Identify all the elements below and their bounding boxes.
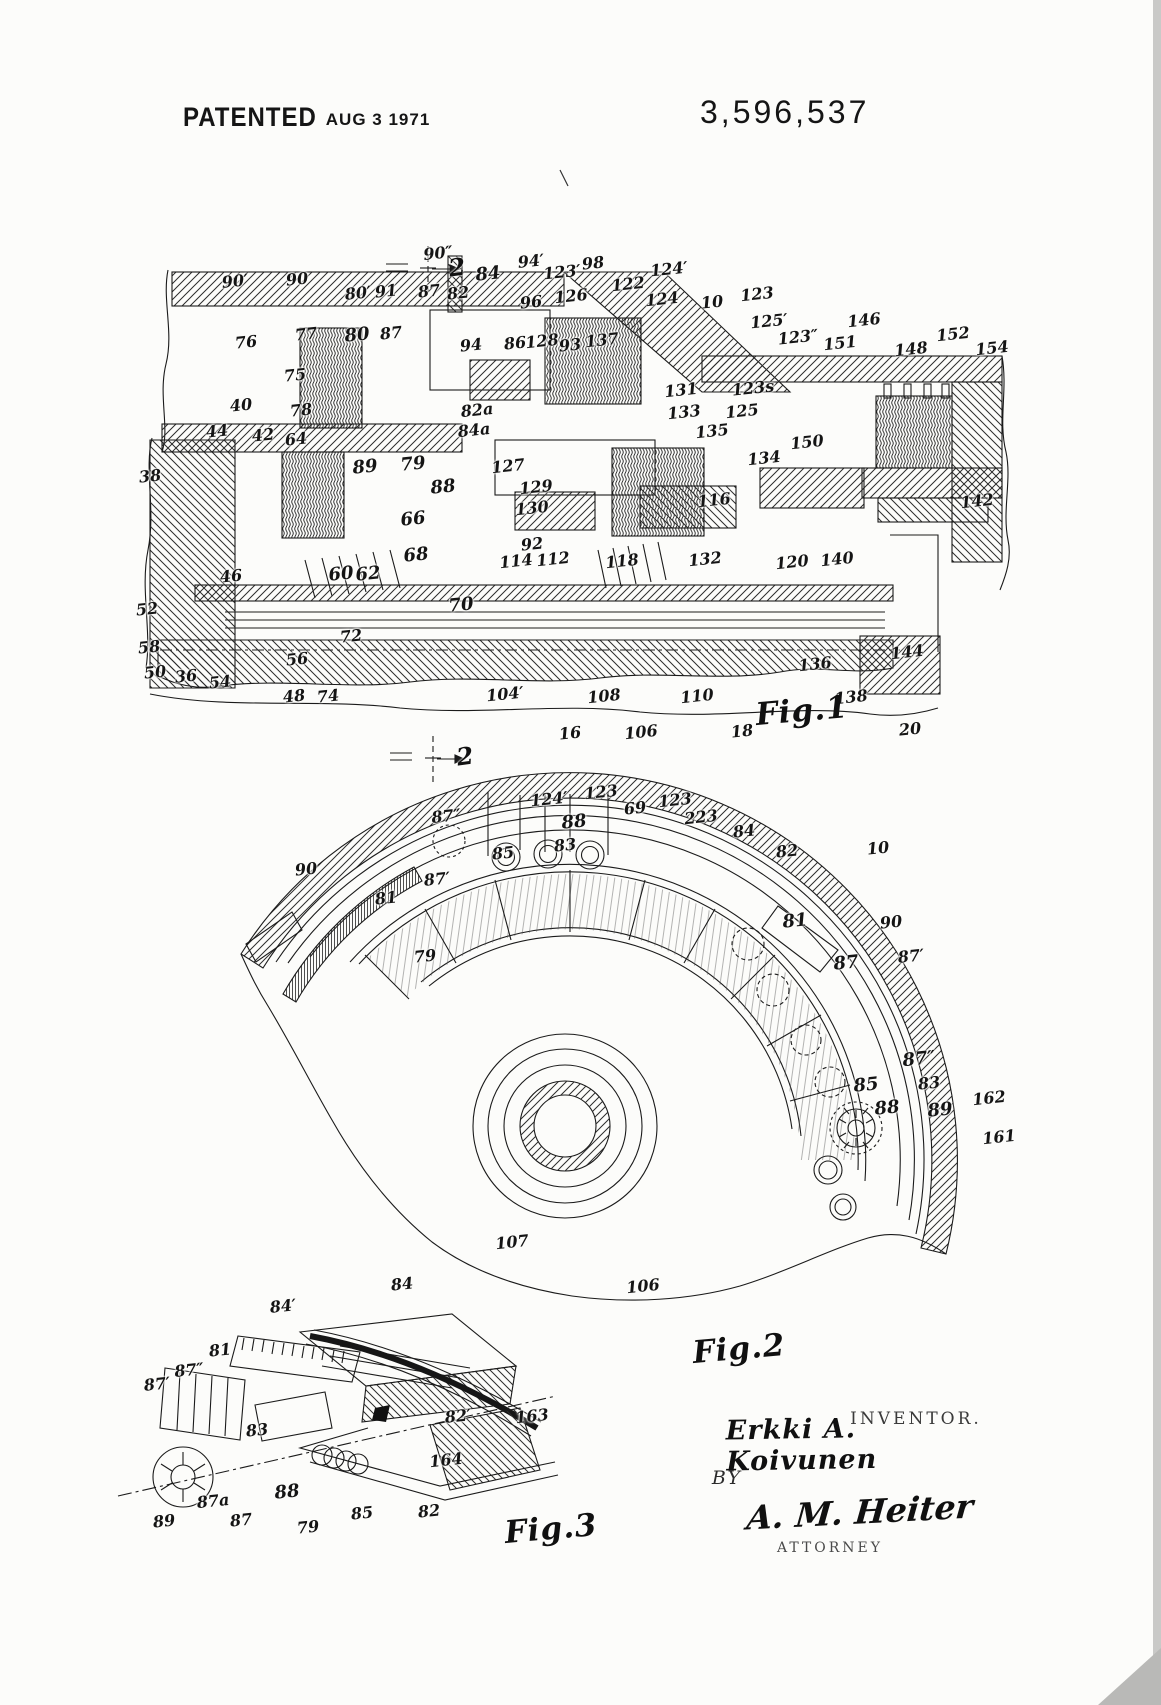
fig3-drawing — [117, 1313, 559, 1508]
inventor-name: Erkki A. Koivunen — [725, 1413, 878, 1478]
toothed-washer-detail — [829, 1101, 883, 1155]
patent-date-stamp: PATENTED AUG 3 1971 — [183, 102, 431, 133]
scan-corner-curl — [1098, 1648, 1161, 1705]
stamp-date: AUG 3 1971 — [325, 110, 431, 129]
section-line-marker-bottom — [390, 736, 466, 786]
fig1-drawing — [144, 246, 1010, 786]
fig2-drawing — [240, 772, 958, 1301]
by-label: BY — [711, 1467, 743, 1489]
inventor-heading: INVENTOR. — [850, 1409, 982, 1429]
stamp-word: PATENTED — [183, 102, 317, 133]
section-line-marker-top — [386, 246, 461, 296]
attorney-label: ATTORNEY — [776, 1540, 884, 1556]
patent-number: 3,596,537 — [700, 94, 870, 130]
stray-mark — [559, 169, 569, 187]
scan-edge-right — [1153, 0, 1161, 1705]
star-washer-detail — [152, 1446, 214, 1508]
